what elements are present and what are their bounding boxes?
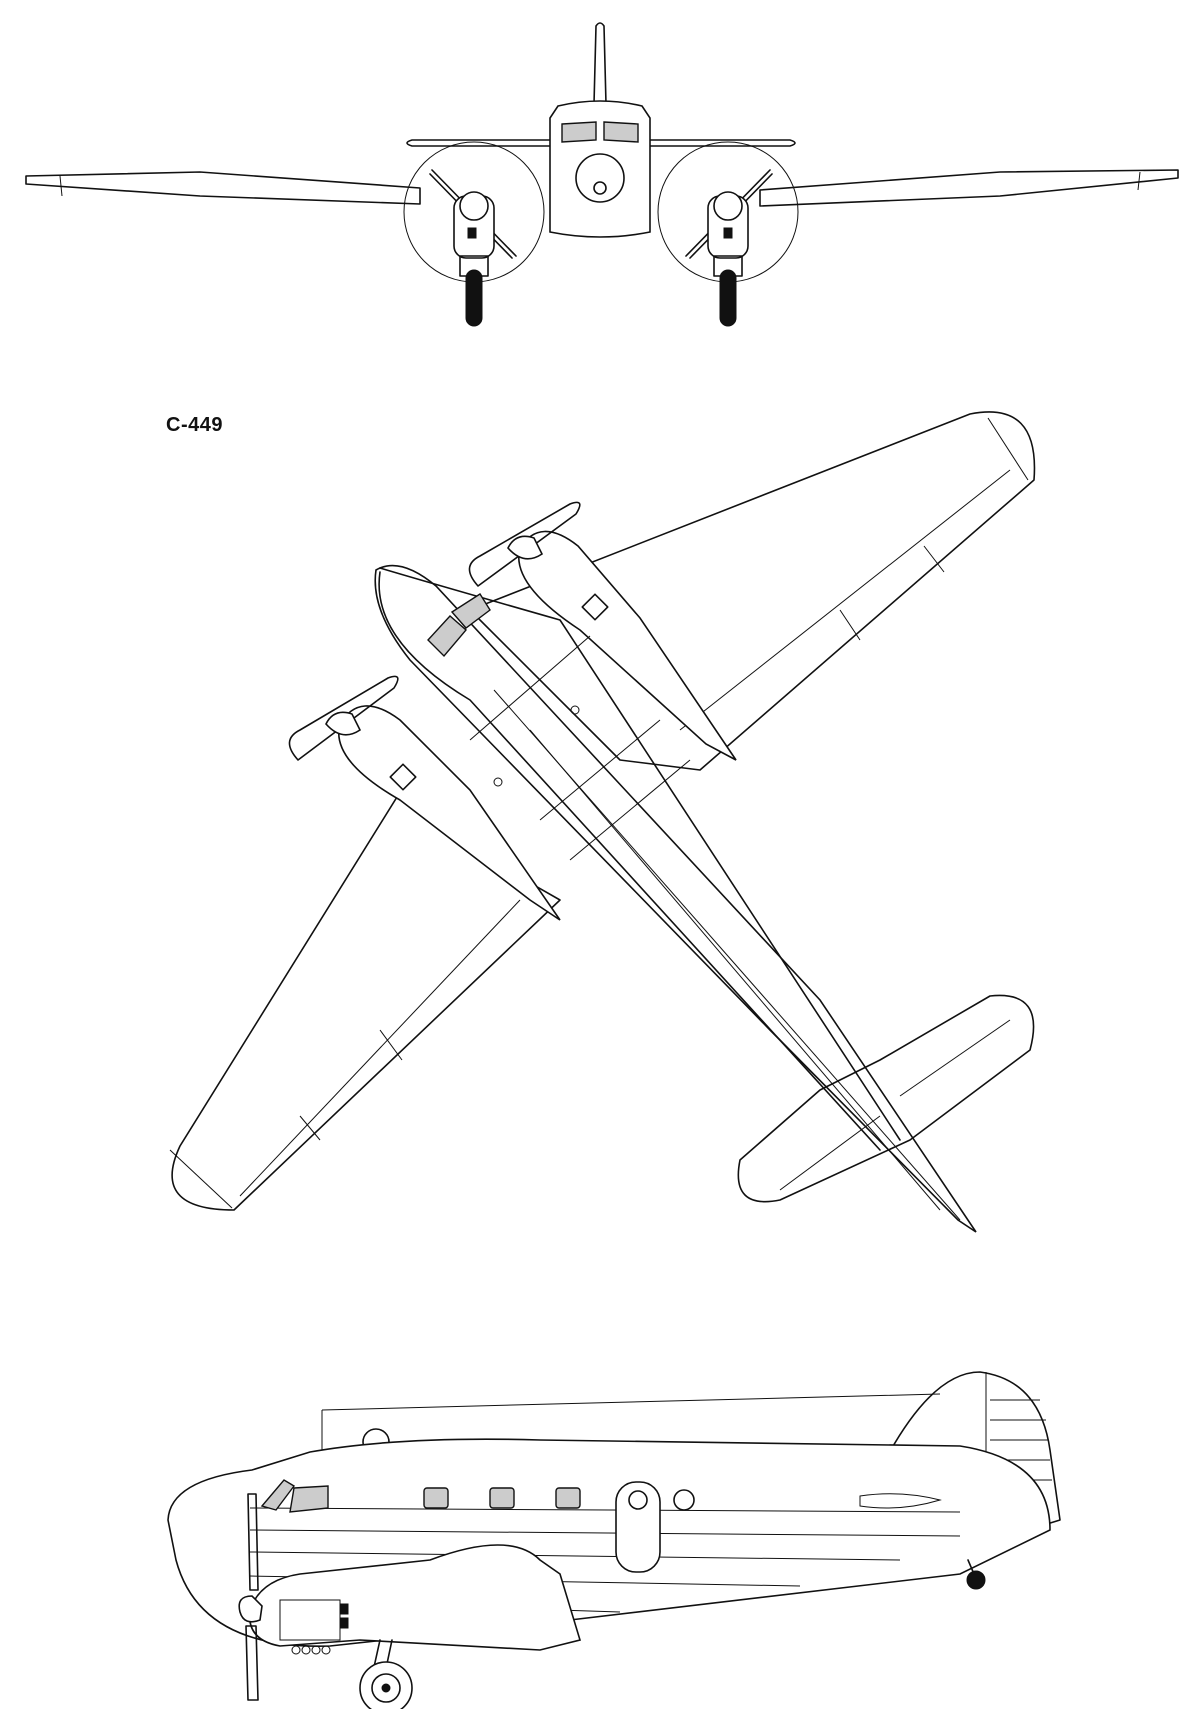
front-left-wing xyxy=(25,171,421,205)
model-designation-label: C-449 xyxy=(166,414,223,436)
top-cockpit-glazing xyxy=(427,593,491,658)
side-fin xyxy=(879,1371,1061,1561)
front-fin xyxy=(593,22,607,105)
top-tailplane xyxy=(737,994,1035,1203)
front-nose-light xyxy=(593,181,607,195)
side-porthole xyxy=(673,1489,695,1511)
side-window-3 xyxy=(555,1487,581,1509)
side-window-1 xyxy=(423,1487,449,1509)
top-right-spinner xyxy=(507,535,544,560)
front-right-spinner xyxy=(713,191,743,221)
top-left-wing xyxy=(171,759,561,1211)
front-right-wing xyxy=(759,169,1179,207)
side-door xyxy=(615,1481,661,1573)
front-left-wheel xyxy=(465,269,483,327)
front-fuselage xyxy=(549,100,651,238)
front-tailplane xyxy=(406,139,796,147)
front-view xyxy=(25,22,1179,327)
front-right-wheel xyxy=(719,269,737,327)
front-left-spinner xyxy=(459,191,489,221)
front-nose-ring xyxy=(575,153,625,203)
side-window-2 xyxy=(489,1487,515,1509)
top-fuselage xyxy=(374,564,977,1233)
front-windshield xyxy=(561,121,639,143)
top-fuselage-outline xyxy=(378,567,901,1151)
top-left-nacelle xyxy=(338,705,561,921)
side-view xyxy=(167,1371,1061,1709)
side-tail-wheel xyxy=(966,1570,986,1590)
top-right-nacelle xyxy=(518,530,737,761)
side-nacelle xyxy=(248,1544,582,1651)
top-left-spinner xyxy=(325,711,362,736)
side-propeller xyxy=(245,1493,259,1701)
top-left-propeller xyxy=(288,675,399,761)
side-cockpit-glazing xyxy=(260,1479,329,1513)
top-right-propeller xyxy=(468,501,581,587)
top-view xyxy=(169,411,1036,1233)
top-right-wing xyxy=(469,411,1036,771)
side-spinner xyxy=(238,1595,263,1623)
